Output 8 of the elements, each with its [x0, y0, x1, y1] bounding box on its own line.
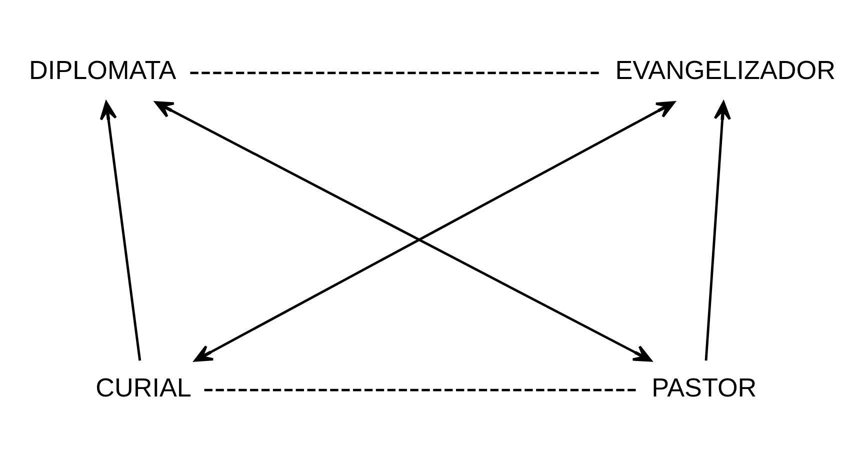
connector [190, 71, 602, 74]
arrow [100, 100, 142, 360]
node-text: EVANGELIZADOR [615, 54, 836, 85]
node-text: CURIAL [96, 372, 192, 402]
node-text: DIPLOMATA [29, 54, 176, 85]
node-text: PASTOR [652, 372, 757, 402]
connector [204, 388, 638, 391]
arrow [704, 100, 731, 360]
